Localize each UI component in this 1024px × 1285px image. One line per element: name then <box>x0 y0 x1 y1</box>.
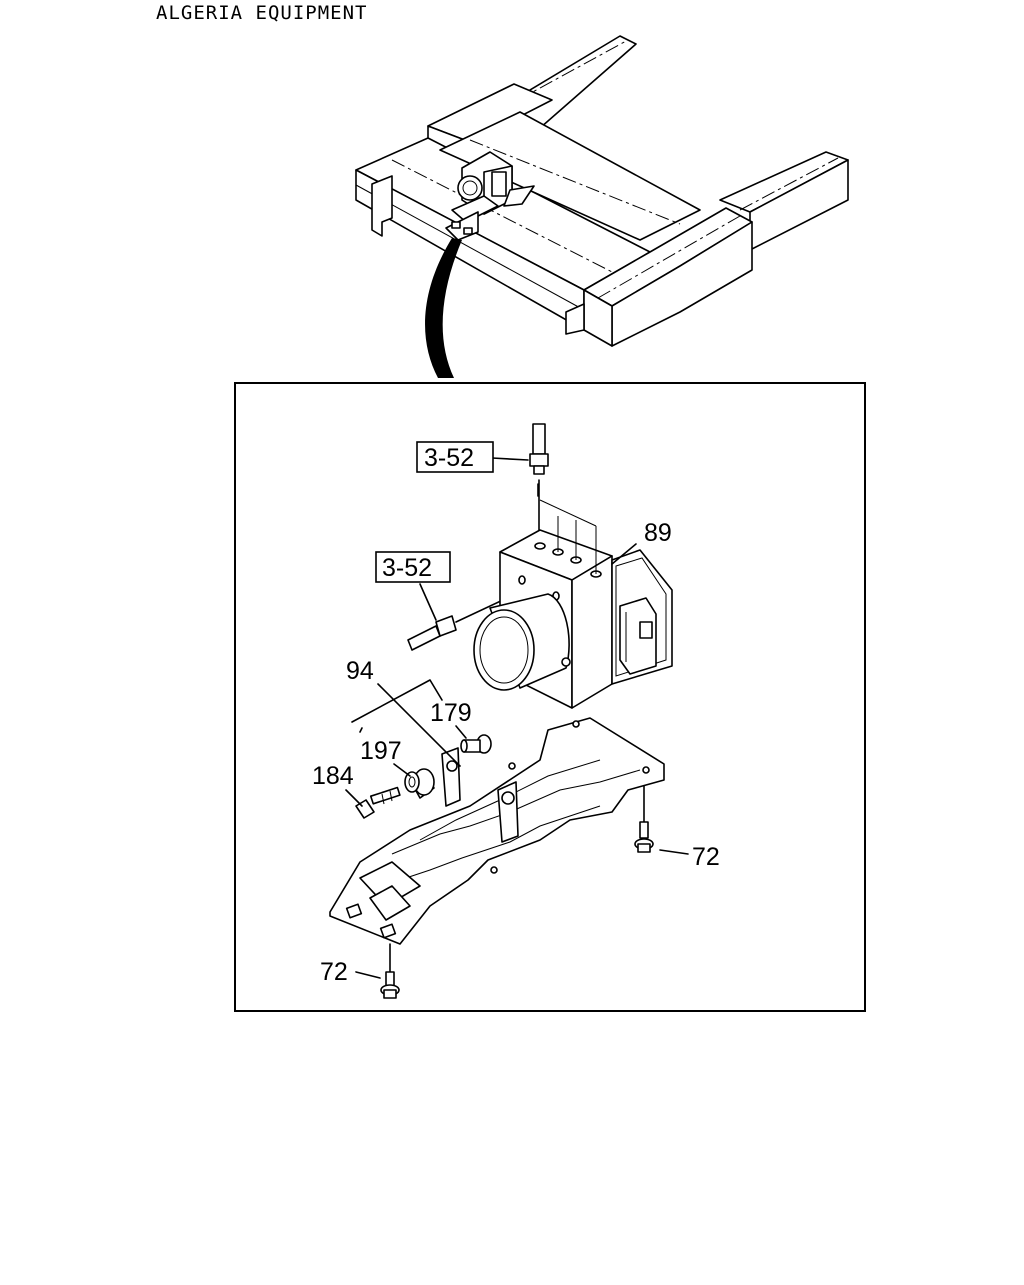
chassis-frame-overview <box>355 35 849 378</box>
bushing-197 <box>404 768 435 799</box>
abs-module-location <box>445 151 535 241</box>
detail-pointer <box>425 238 462 378</box>
page-title: ALGERIA EQUIPMENT <box>156 2 368 24</box>
callout-box-top <box>416 441 494 473</box>
abs-hydraulic-unit <box>473 499 673 709</box>
part-label-89: 89 <box>644 519 672 547</box>
bolt-72-bottom <box>380 943 400 999</box>
leader-lines <box>345 457 689 979</box>
grommet-179 <box>460 734 492 754</box>
detail-frame <box>234 382 866 1012</box>
callout-box-left <box>375 551 451 583</box>
part-label-94: 94 <box>346 657 374 685</box>
ref-label-top: 3-52 <box>424 444 474 472</box>
pipe-fitting-top <box>529 423 549 541</box>
part-label-197: 197 <box>360 737 402 765</box>
part-94-leader <box>351 679 461 767</box>
part-label-72-bottom: 72 <box>320 958 348 986</box>
part-label-184: 184 <box>312 762 354 790</box>
bolt-72-right <box>634 785 654 853</box>
mounting-bracket <box>329 717 665 945</box>
part-label-179: 179 <box>430 699 472 727</box>
bolt-184 <box>355 786 401 819</box>
part-label-72-right: 72 <box>692 843 720 871</box>
ref-label-left: 3-52 <box>382 554 432 582</box>
